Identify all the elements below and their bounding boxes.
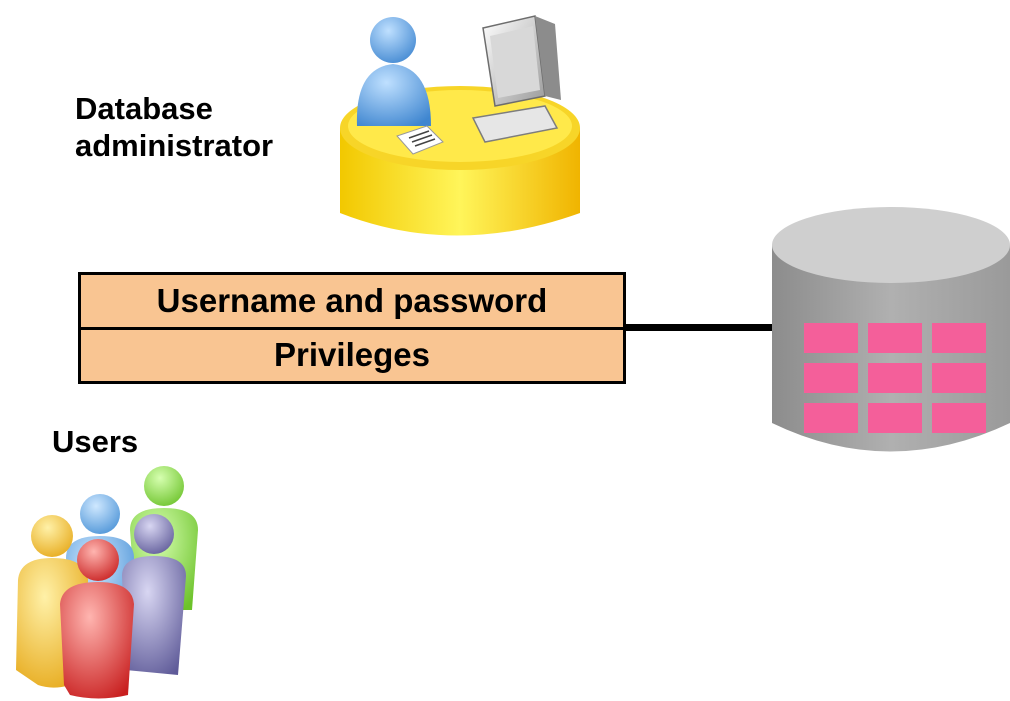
dba-desk-icon [340, 15, 580, 236]
users-label: Users [52, 424, 139, 459]
access-box: Username and password Privileges [78, 272, 626, 384]
users-group-icon [16, 466, 198, 699]
dba-label-line1: Database [75, 91, 213, 126]
connector-line [626, 324, 776, 331]
dba-label-line2: administrator [75, 128, 274, 164]
database-cells [804, 323, 986, 433]
database-cylinder-icon [772, 207, 1010, 452]
privileges-row: Privileges [81, 326, 623, 382]
dba-label: Database administrator [75, 90, 335, 164]
username-password-row: Username and password [156, 281, 548, 319]
